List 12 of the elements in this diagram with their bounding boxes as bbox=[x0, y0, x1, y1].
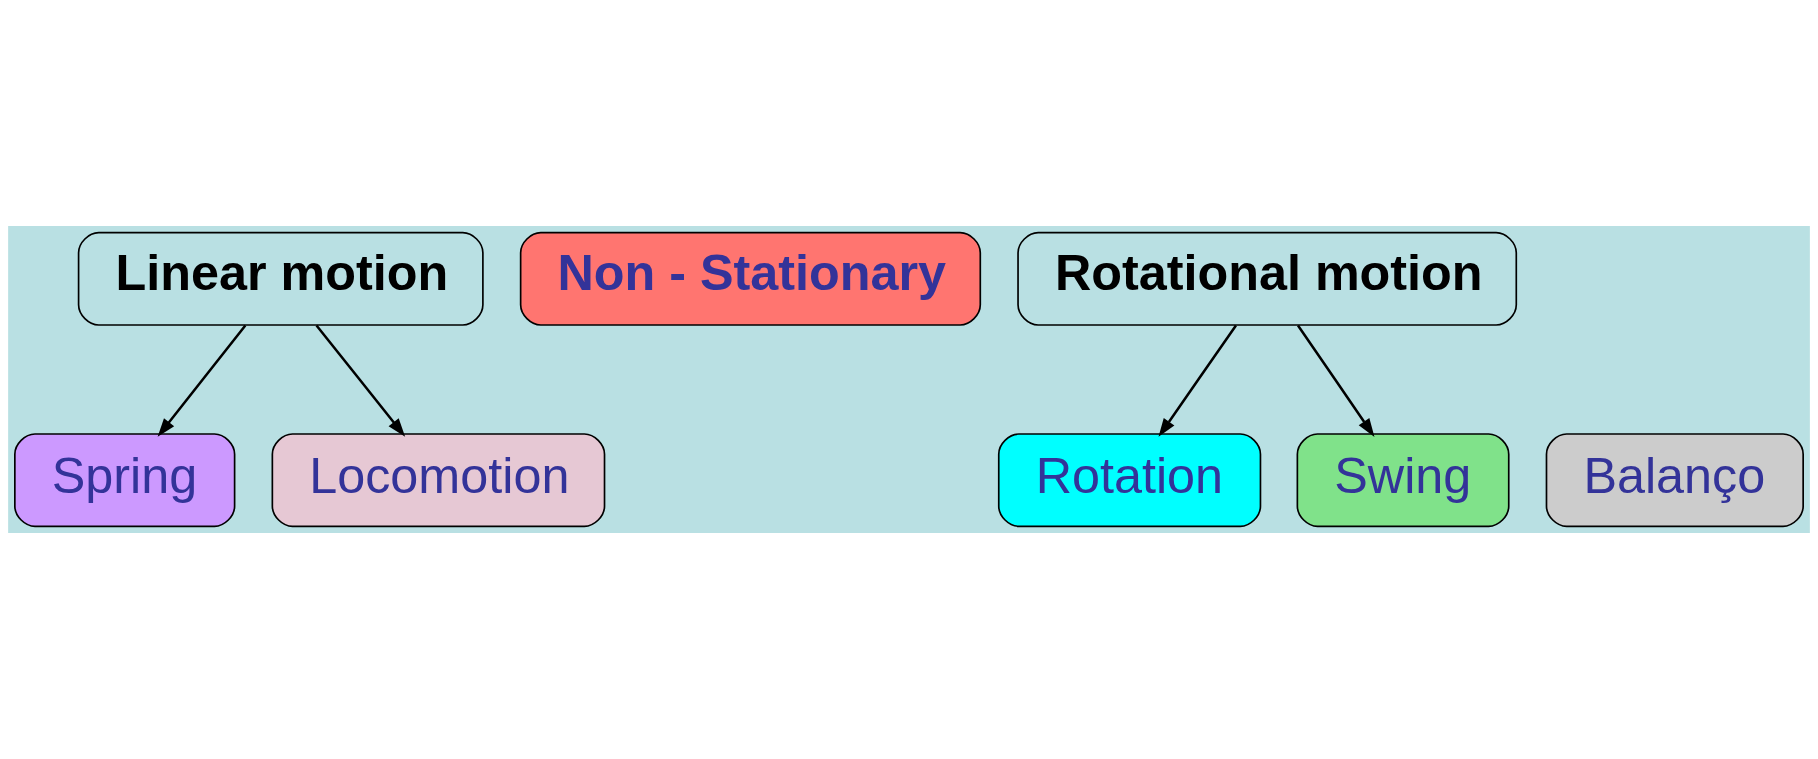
node-box: Non - Stationary bbox=[519, 231, 982, 326]
node-box: Locomotion bbox=[271, 433, 606, 528]
node-box: Balanço bbox=[1545, 433, 1804, 528]
node-box: Spring bbox=[14, 433, 236, 528]
node-box: Linear motion bbox=[77, 231, 484, 326]
arrow bbox=[157, 324, 247, 437]
arrow bbox=[1158, 324, 1237, 437]
arrow bbox=[1296, 324, 1375, 437]
node-box: Swing bbox=[1296, 433, 1510, 528]
arrow bbox=[315, 324, 406, 437]
node-box: Rotational motion bbox=[1017, 231, 1518, 326]
node-box: Rotation bbox=[997, 433, 1262, 528]
